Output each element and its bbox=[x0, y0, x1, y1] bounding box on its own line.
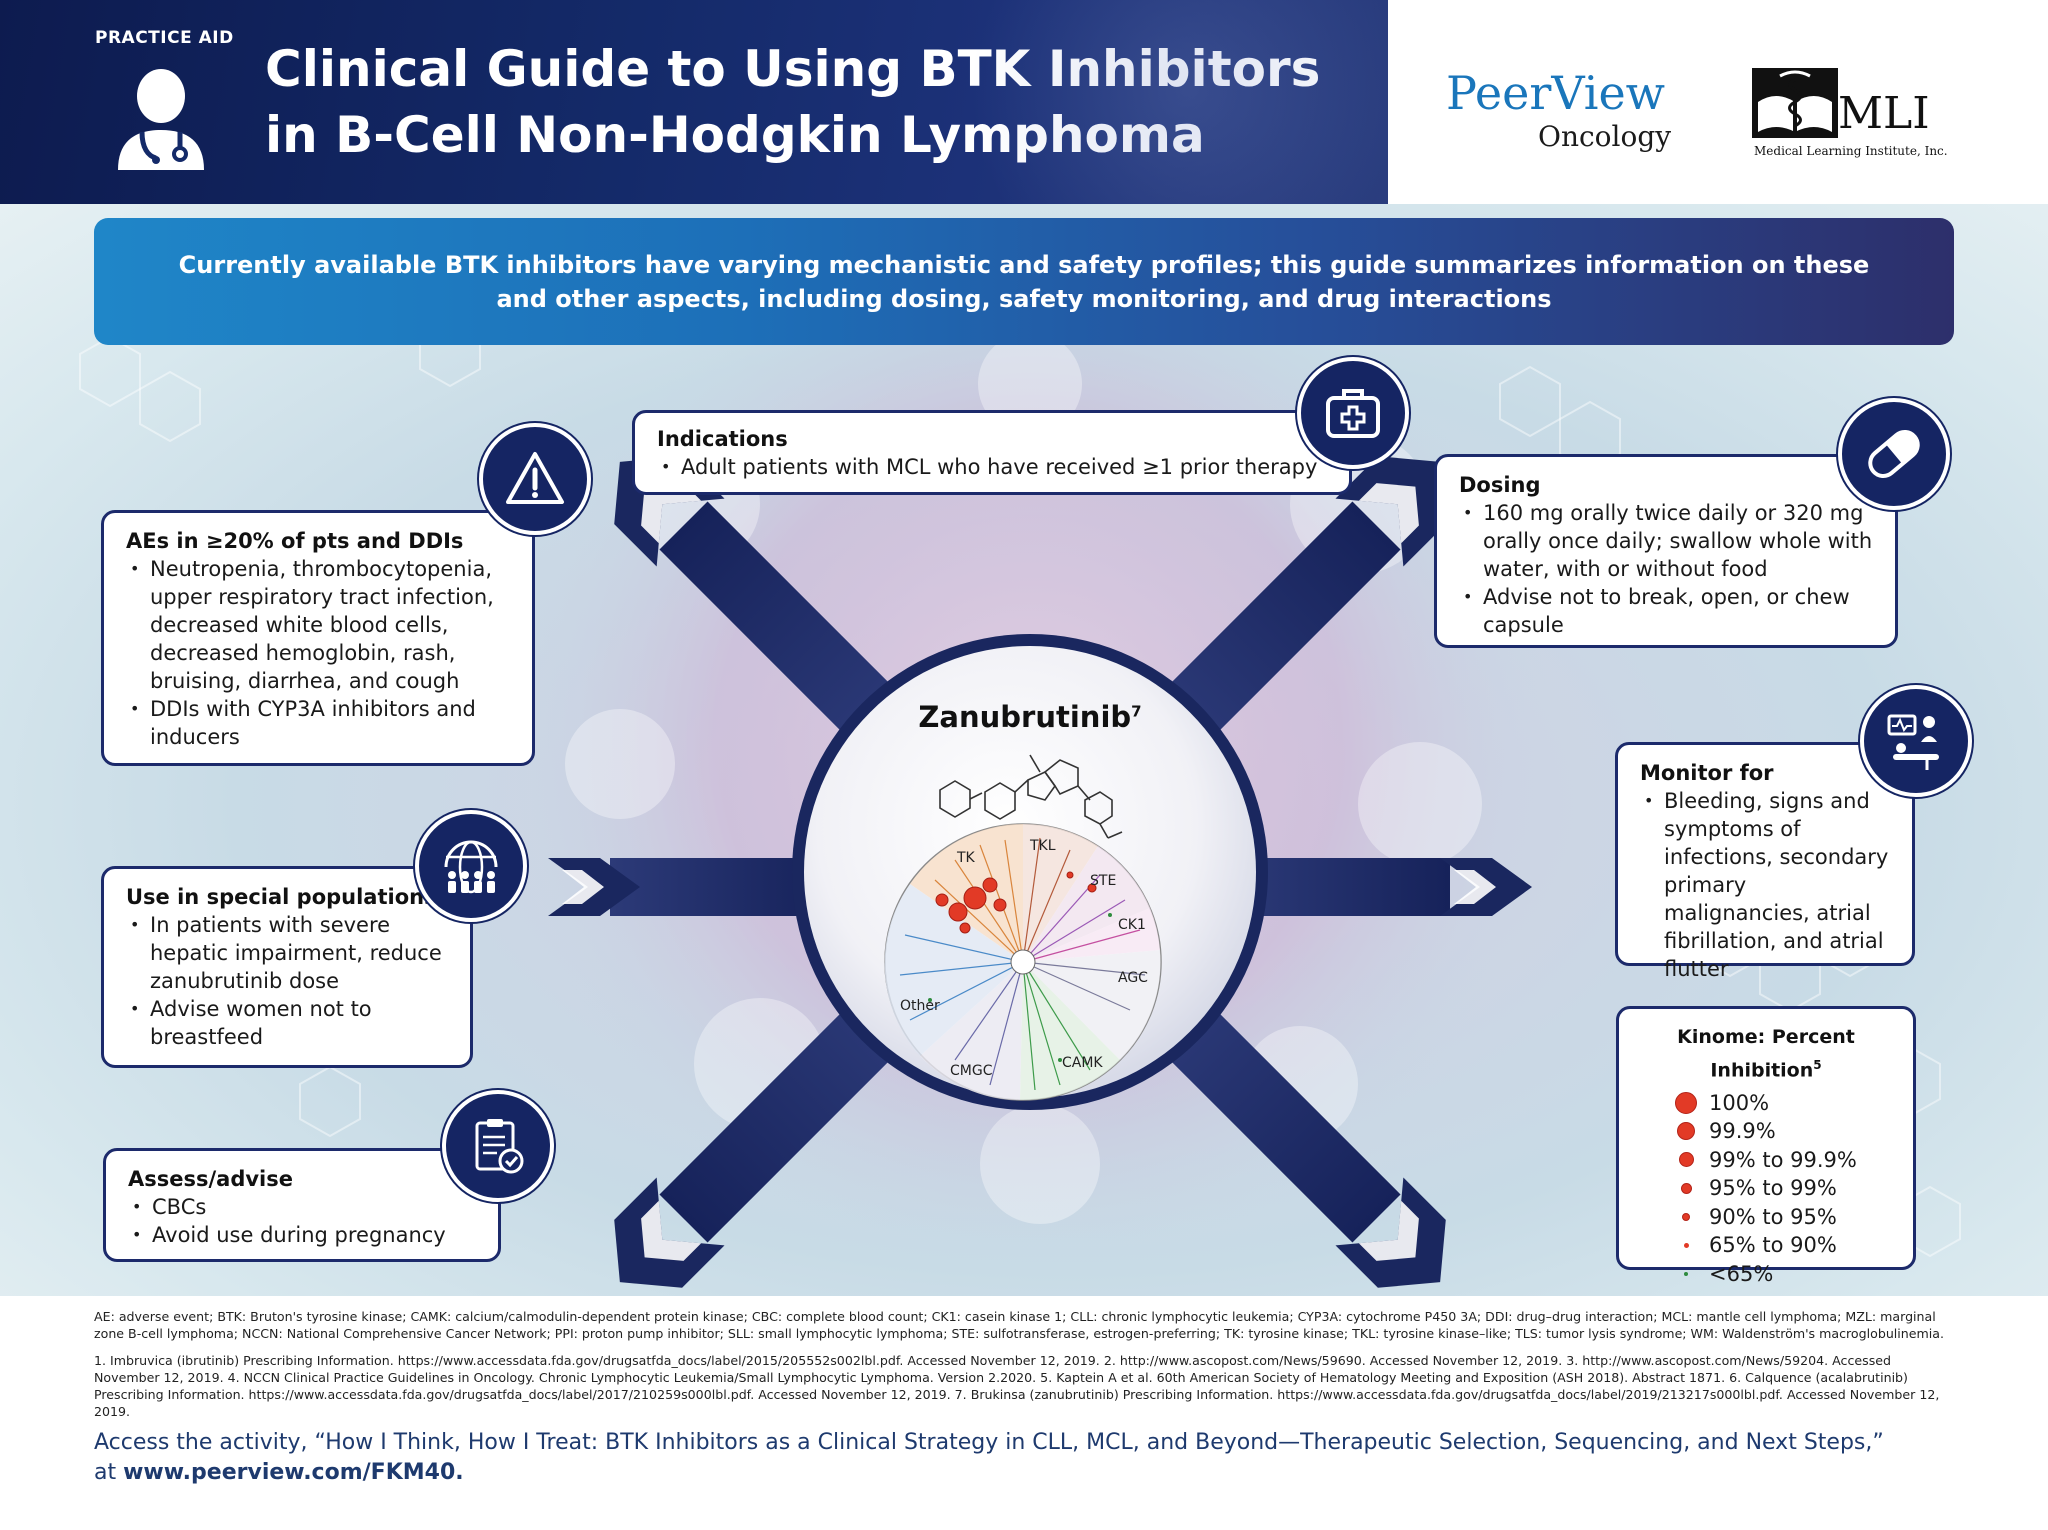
legend-label: 65% to 90% bbox=[1709, 1233, 1837, 1258]
aes-item: DDIs with CYP3A inhibitors and inducers bbox=[126, 695, 512, 751]
legend-dot bbox=[1680, 1182, 1692, 1194]
access-at: at bbox=[94, 1460, 124, 1485]
aes-item: Neutropenia, thrombocytopenia, upper res… bbox=[126, 555, 512, 695]
wheel-label-agc: AGC bbox=[1118, 970, 1148, 986]
legend-dot bbox=[1683, 1242, 1689, 1248]
drug-name-text: Zanubrutinib bbox=[918, 700, 1132, 734]
kinome-legend-ref: 5 bbox=[1813, 1058, 1822, 1072]
legend-row: 95% to 99% bbox=[1663, 1174, 1897, 1203]
legend-label: 100% bbox=[1709, 1090, 1770, 1115]
monitor-item: Bleeding, signs and symptoms of infectio… bbox=[1640, 787, 1892, 983]
indications-item: Adult patients with MCL who have receive… bbox=[657, 453, 1329, 481]
legend-row: 90% to 95% bbox=[1663, 1202, 1897, 1231]
monitor-icon-badge bbox=[1860, 685, 1972, 797]
legend-label: 99% to 99.9% bbox=[1709, 1147, 1857, 1172]
indications-title: Indications bbox=[657, 427, 788, 451]
peerview-logo: PeerView bbox=[1446, 66, 1666, 120]
abbreviations: AE: adverse event; BTK: Bruton's tyrosin… bbox=[94, 1309, 1945, 1341]
monitor-title: Monitor for bbox=[1640, 761, 1774, 785]
wheel-label-cmgc: CMGC bbox=[950, 1063, 993, 1079]
kinome-tree bbox=[884, 823, 1162, 1101]
wheel-label-ck1: CK1 bbox=[1118, 917, 1146, 933]
summary-text: Currently available BTK inhibitors have … bbox=[179, 248, 1870, 316]
drug-ref: 7 bbox=[1131, 702, 1142, 721]
kinome-legend-title-text: Kinome: Percent Inhibition bbox=[1677, 1026, 1855, 1082]
dosing-item: 160 mg orally twice daily or 320 mg oral… bbox=[1459, 499, 1875, 583]
dosing-item: Advise not to break, open, or chew capsu… bbox=[1459, 583, 1875, 639]
summary-line-2: and other aspects, including dosing, saf… bbox=[496, 284, 1552, 313]
legend-row: 65% to 90% bbox=[1663, 1231, 1897, 1260]
wheel-label-tk: TK bbox=[957, 850, 975, 866]
special-populations-icon-badge bbox=[415, 810, 527, 922]
kinome-legend-box: Kinome: Percent Inhibition5 100% 99.9% 9… bbox=[1616, 1006, 1916, 1286]
access-activity: Access the activity, “How I Think, How I… bbox=[94, 1428, 1954, 1488]
kinome-legend-title: Kinome: Percent Inhibition5 bbox=[1635, 1023, 1897, 1084]
legend-dot bbox=[1684, 1271, 1688, 1276]
doctor-icon bbox=[118, 69, 204, 170]
oncology-logo-text: Oncology bbox=[1538, 120, 1672, 153]
access-url-link[interactable]: www.peerview.com/FKM40. bbox=[123, 1460, 464, 1485]
legend-dot bbox=[1678, 1152, 1694, 1168]
globe-people-icon bbox=[444, 840, 498, 894]
legend-dot bbox=[1675, 1091, 1697, 1114]
summary-banner: Currently available BTK inhibitors have … bbox=[94, 218, 1954, 345]
assess-box: Assess/advise CBCs Avoid use during preg… bbox=[103, 1148, 501, 1262]
legend-label: 90% to 95% bbox=[1709, 1204, 1837, 1229]
references: 1. Imbruvica (ibrutinib) Prescribing Inf… bbox=[94, 1353, 1940, 1419]
special-populations-item: Advise women not to breastfeed bbox=[126, 995, 450, 1051]
first-aid-kit-icon bbox=[1326, 389, 1380, 438]
legend-dot bbox=[1682, 1212, 1690, 1221]
summary-line-1: Currently available BTK inhibitors have … bbox=[178, 250, 1870, 279]
header-banner: PRACTICE AID Clinical Guide to Using BTK… bbox=[0, 0, 1388, 204]
mli-caduceus-icon bbox=[1752, 68, 1838, 138]
practice-aid-label: PRACTICE AID bbox=[95, 28, 234, 48]
indications-icon-badge bbox=[1297, 357, 1409, 469]
legend-dot bbox=[1677, 1122, 1695, 1141]
legend-row: <65% bbox=[1663, 1259, 1897, 1288]
access-activity-text: Access the activity, “How I Think, How I… bbox=[94, 1430, 1884, 1455]
logo-area: PeerView Oncology MLI Medical Learning I… bbox=[1388, 0, 2048, 204]
special-populations-item: In patients with severe hepatic impairme… bbox=[126, 911, 450, 995]
capsule-icon bbox=[1868, 430, 1920, 478]
dosing-title: Dosing bbox=[1459, 473, 1541, 497]
patient-monitor-icon bbox=[1887, 714, 1939, 770]
warning-icon bbox=[506, 452, 564, 504]
monitor-box: Monitor for Bleeding, signs and symptoms… bbox=[1615, 742, 1915, 981]
indications-box: Indications Adult patients with MCL who … bbox=[632, 410, 1352, 495]
legend-label: 99.9% bbox=[1709, 1119, 1776, 1144]
assess-icon-badge bbox=[442, 1090, 554, 1202]
aes-box: AEs in ≥20% of pts and DDIs Neutropenia,… bbox=[101, 510, 535, 766]
wheel-label-camk: CAMK bbox=[1062, 1055, 1103, 1071]
chemical-structure-icon bbox=[939, 754, 1123, 839]
mli-logo: MLI bbox=[1838, 88, 1930, 139]
legend-label: <65% bbox=[1709, 1261, 1774, 1286]
special-populations-title: Use in special populations bbox=[126, 885, 437, 909]
legend-row: 100% bbox=[1663, 1088, 1897, 1117]
legend-row: 99% to 99.9% bbox=[1663, 1145, 1897, 1174]
assess-item: CBCs bbox=[128, 1193, 478, 1221]
assess-item: Avoid use during pregnancy bbox=[128, 1221, 478, 1249]
clipboard-check-icon bbox=[475, 1119, 524, 1174]
aes-icon-badge bbox=[479, 423, 591, 535]
wheel-label-tkl: TKL bbox=[1030, 838, 1056, 854]
wheel-label-other: Other bbox=[900, 998, 940, 1014]
assess-title: Assess/advise bbox=[128, 1167, 293, 1191]
footer: AE: adverse event; BTK: Bruton's tyrosin… bbox=[0, 1296, 2048, 1530]
dosing-icon-badge bbox=[1838, 398, 1950, 510]
drug-name: Zanubrutinib7 bbox=[900, 700, 1160, 734]
aes-title: AEs in ≥20% of pts and DDIs bbox=[126, 529, 464, 553]
legend-label: 95% to 99% bbox=[1709, 1176, 1837, 1201]
mli-subtitle: Medical Learning Institute, Inc. bbox=[1754, 144, 1948, 158]
wheel-label-ste: STE bbox=[1090, 873, 1117, 889]
special-populations-box: Use in special populations In patients w… bbox=[101, 866, 473, 1068]
legend-row: 99.9% bbox=[1663, 1117, 1897, 1146]
dosing-box: Dosing 160 mg orally twice daily or 320 … bbox=[1434, 454, 1898, 648]
